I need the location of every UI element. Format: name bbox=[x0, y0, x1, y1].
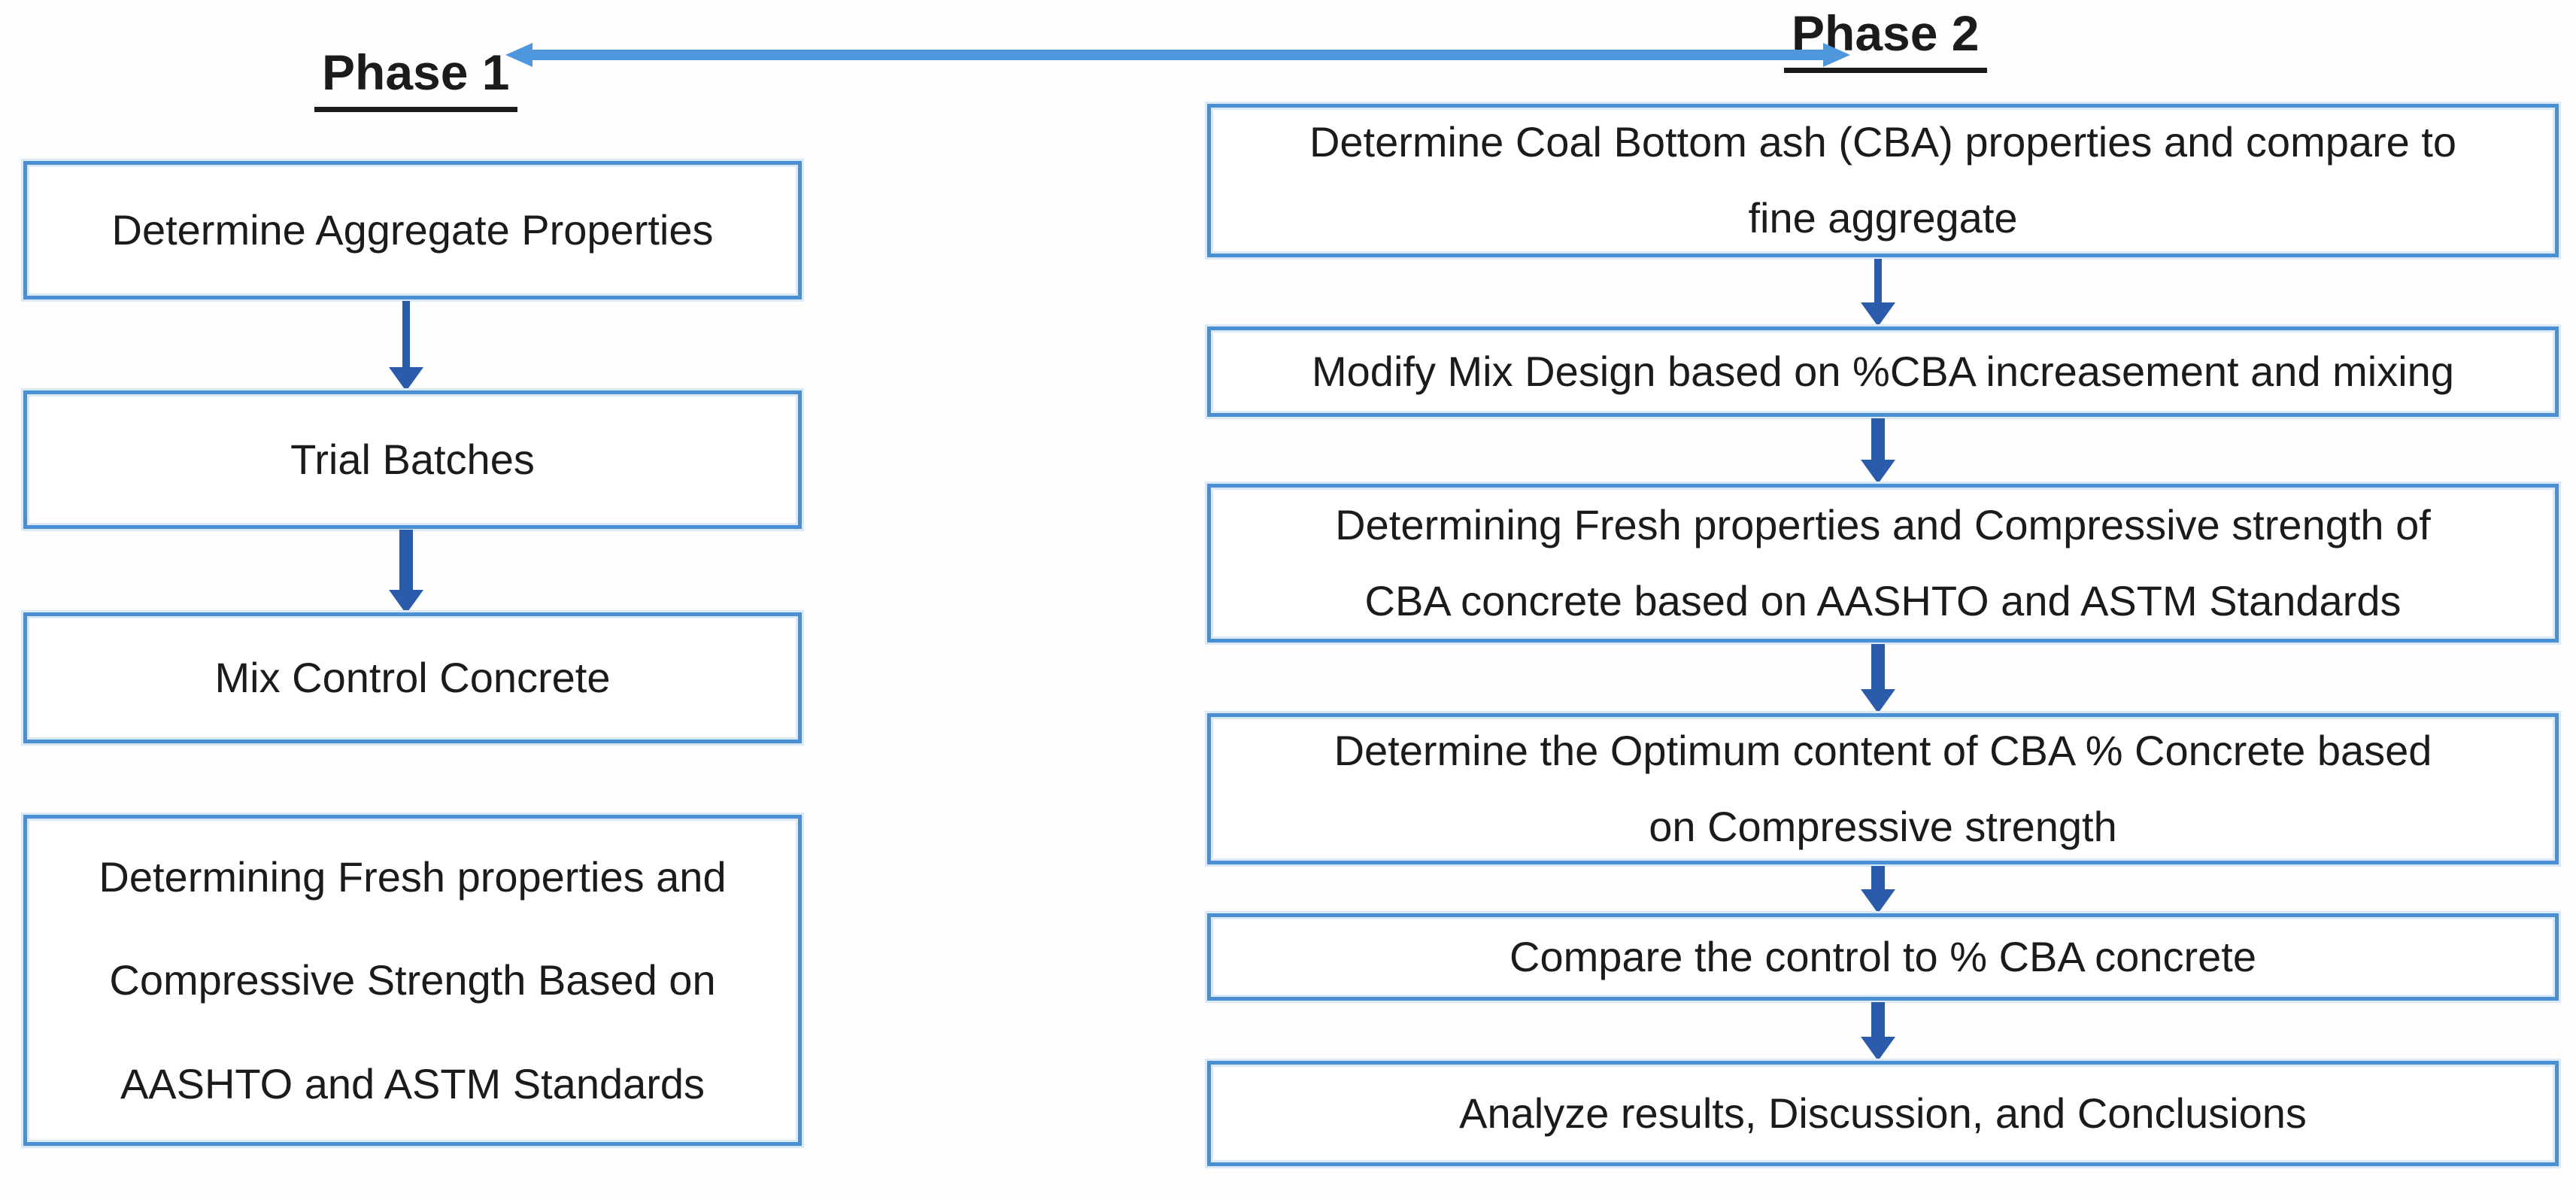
arrow-head-icon bbox=[1861, 460, 1895, 484]
phase2-step6-box: Analyze results, Discussion, and Conclus… bbox=[1207, 1061, 2559, 1166]
phase2-step5-box: Compare the control to % CBA concrete bbox=[1207, 913, 2559, 1001]
phase2-step3-label: Determining Fresh properties and Compres… bbox=[1335, 500, 2431, 624]
phase1-step4-label: Determining Fresh properties and Compres… bbox=[99, 853, 727, 1107]
phase2-step6-label: Analyze results, Discussion, and Conclus… bbox=[1459, 1089, 2307, 1137]
down-arrow-icon bbox=[1861, 644, 1895, 713]
down-arrow-icon bbox=[1861, 259, 1895, 327]
down-arrow-icon bbox=[1861, 418, 1895, 484]
arrow-stem bbox=[1871, 418, 1885, 460]
arrow-stem bbox=[1871, 866, 1885, 889]
down-arrow-icon bbox=[389, 301, 423, 391]
phase2-step4-box: Determine the Optimum content of CBA % C… bbox=[1207, 713, 2559, 864]
phase1-step3-label: Mix Control Concrete bbox=[214, 654, 611, 702]
phase1-title: Phase 1 bbox=[314, 44, 517, 112]
phase1-step3-box: Mix Control Concrete bbox=[23, 612, 802, 743]
phase2-step3-box: Determining Fresh properties and Compres… bbox=[1207, 484, 2559, 643]
down-arrow-icon bbox=[389, 530, 423, 614]
arrow-head-icon bbox=[389, 367, 423, 391]
arrow-head-icon bbox=[1861, 1037, 1895, 1061]
down-arrow-icon bbox=[1861, 1002, 1895, 1061]
phase2-step5-label: Compare the control to % CBA concrete bbox=[1509, 932, 2256, 980]
arrow-left-head-icon bbox=[505, 43, 532, 67]
phase2-step2-box: Modify Mix Design based on %CBA increase… bbox=[1207, 327, 2559, 417]
phase-connector-arrow-icon bbox=[505, 43, 1850, 67]
arrow-stem bbox=[1874, 259, 1882, 302]
arrow-stem bbox=[1871, 644, 1885, 689]
arrow-head-icon bbox=[1861, 689, 1895, 713]
down-arrow-icon bbox=[1861, 866, 1895, 913]
phase2-step2-label: Modify Mix Design based on %CBA increase… bbox=[1312, 347, 2454, 395]
phase1-step2-label: Trial Batches bbox=[290, 436, 535, 484]
phase1-step4-box: Determining Fresh properties and Compres… bbox=[23, 815, 802, 1146]
phase2-step4-label: Determine the Optimum content of CBA % C… bbox=[1334, 726, 2432, 850]
phase1-step1-label: Determine Aggregate Properties bbox=[111, 206, 714, 254]
phase1-step1-box: Determine Aggregate Properties bbox=[23, 161, 802, 299]
arrow-head-icon bbox=[1861, 302, 1895, 327]
phase2-step1-label: Determine Coal Bottom ash (CBA) properti… bbox=[1309, 118, 2457, 242]
arrow-stem bbox=[399, 530, 413, 590]
arrow-head-icon bbox=[1861, 889, 1895, 913]
arrow-stem bbox=[1871, 1002, 1885, 1037]
arrow-right-head-icon bbox=[1823, 43, 1850, 67]
arrow-line bbox=[532, 50, 1823, 60]
phase2-step1-box: Determine Coal Bottom ash (CBA) properti… bbox=[1207, 104, 2559, 257]
arrow-stem bbox=[402, 301, 410, 367]
arrow-head-icon bbox=[389, 590, 423, 614]
phase1-step2-box: Trial Batches bbox=[23, 390, 802, 529]
